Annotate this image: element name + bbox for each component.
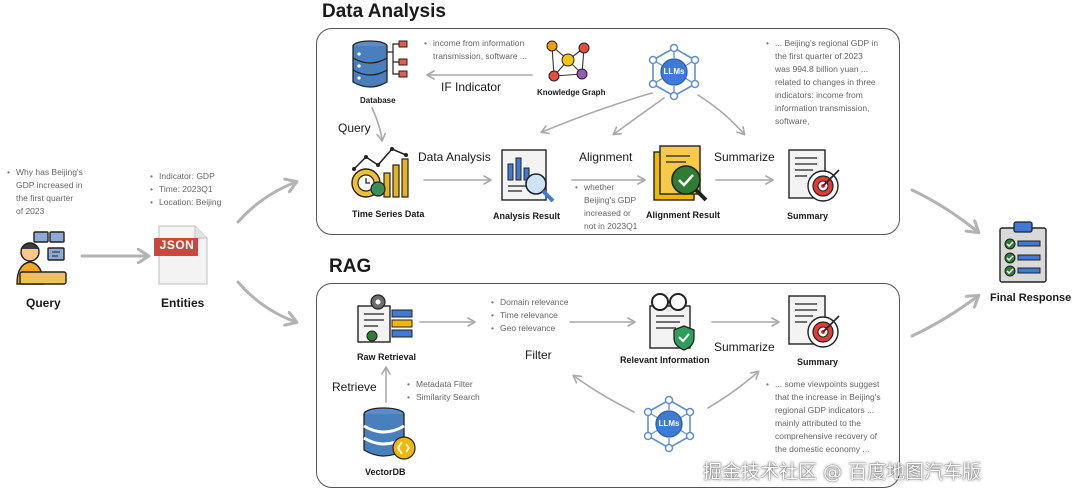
rag-summary-label: Summary (797, 357, 839, 367)
alignment-result-label: Alignment Result (646, 210, 721, 220)
rag-summary-line: that the increase in Beijing's (775, 392, 881, 402)
arrow-llm-to-rag-summary (707, 370, 760, 409)
query-note-line: the first quarter (16, 193, 74, 203)
alignment-note-line: increased or (584, 208, 631, 218)
filter-note-geo: Geo relevance (491, 322, 569, 335)
alignment-result-icon (653, 145, 708, 202)
vectordb-icon (363, 407, 416, 460)
da-summary-line: indicators: income from (775, 90, 863, 100)
arrow-llm-to-alignment (612, 97, 665, 136)
alignment-note: •whether Beijing's GDP increased or not … (575, 182, 638, 231)
summary-target-icon (788, 149, 840, 202)
database-label: Database (360, 96, 396, 105)
retrieve-edge-label: Retrieve (332, 380, 377, 394)
arrow-llm-to-filter (572, 374, 635, 413)
time-series-label: Time Series Data (352, 209, 425, 219)
json-tag: JSON (159, 238, 195, 252)
json-file-icon (154, 225, 208, 285)
alignment-edge-label: Alignment (579, 150, 633, 164)
knowledge-graph-icon (546, 40, 590, 82)
final-response-checklist-icon (999, 221, 1047, 283)
time-series-icon (351, 147, 409, 198)
retrieve-notes: Metadata Filter Similarity Search (407, 378, 480, 404)
rag-llm-network-icon (643, 395, 695, 453)
arrow-llm-to-summary (697, 94, 746, 136)
filter-note-domain: Domain relevance (491, 296, 569, 309)
da-summary-label: Summary (787, 211, 829, 221)
data-analysis-title: Data Analysis (322, 1, 446, 22)
rag-summary-line: regional GDP indicators ... (775, 405, 875, 415)
data-analysis-panel (316, 28, 900, 235)
kg-note-line: income from information (433, 38, 525, 48)
knowledge-graph-label: Knowledge Graph (537, 88, 606, 97)
database-icon (352, 40, 408, 88)
relevant-info-label: Relevant Information (620, 355, 710, 365)
kg-note: •income from information transmission, s… (424, 38, 528, 61)
da-summarize-edge-label: Summarize (714, 150, 775, 164)
query-edge-label: Query (338, 121, 371, 135)
rag-summary-note: •... some viewpoints suggest that the in… (766, 379, 881, 454)
if-indicator-label: IF Indicator (441, 80, 502, 94)
arrow-data-analysis-to-final (910, 188, 978, 232)
analysis-result-icon (501, 149, 555, 203)
da-summary-line: the first quarter of 2023 (775, 51, 863, 61)
alignment-note-line: not in 2023Q1 (584, 221, 638, 231)
rag-summary-line: mainly attributed to the (775, 418, 861, 428)
filter-notes: Domain relevance Time relevance Geo rele… (491, 296, 569, 335)
arrow-entities-to-data-analysis (236, 182, 296, 224)
filter-note-time: Time relevance (491, 309, 569, 322)
raw-retrieval-label: Raw Retrieval (357, 352, 417, 362)
vectordb-label: VectorDB (365, 467, 406, 477)
relevant-information-icon (649, 293, 695, 351)
da-summary-line: software, (775, 116, 810, 126)
query-note-line: Why has Beijing's (16, 167, 83, 177)
arrow-llm-to-analysis (540, 92, 653, 135)
query-note-line: GDP increased in (16, 180, 83, 190)
rag-summary-target-icon (788, 295, 840, 348)
rag-summarize-edge-label: Summarize (714, 340, 775, 354)
rag-summary-line: the domestic economy ... (775, 444, 870, 454)
alignment-note-line: whether (584, 182, 615, 192)
watermark-text: 掘金技术社区 @ 百度地图汽车版 (703, 461, 982, 483)
retrieve-note-metadata: Metadata Filter (407, 378, 480, 391)
rag-title: RAG (329, 256, 372, 277)
da-summary-line: ... Beijing's regional GDP in (775, 38, 879, 48)
entities-label: Entities (161, 296, 205, 310)
user-query-icon (16, 231, 67, 285)
filter-edge-label: Filter (525, 348, 552, 362)
entity-time: Time: 2023Q1 (150, 183, 221, 196)
da-summary-line: information transmission, (775, 103, 870, 113)
da-summary-note: •... Beijing's regional GDP in the first… (766, 38, 879, 126)
arrow-database-to-time-series (371, 107, 386, 142)
da-summary-line: was 994.8 billion yuan ... (775, 64, 869, 74)
final-response-label: Final Response (990, 292, 1072, 304)
arrow-entities-to-rag (236, 280, 296, 322)
llm-network-icon (648, 43, 700, 101)
query-label: Query (26, 296, 61, 310)
rag-summary-line: ... some viewpoints suggest (775, 379, 880, 389)
da-summary-line: related to changes in three (775, 77, 876, 87)
llm-tag: LLMs (663, 67, 685, 76)
rag-summary-line: comprehensive recovery of (775, 431, 878, 441)
query-note: •Why has Beijing's GDP increased in the … (7, 167, 83, 216)
analysis-result-label: Analysis Result (493, 211, 561, 221)
entity-location: Location: Beijing (150, 196, 221, 209)
arrow-rag-to-final (910, 296, 978, 338)
entity-indicator: Indicator: GDP (150, 170, 221, 183)
query-note-line: of 2023 (16, 206, 45, 216)
entities-notes: Indicator: GDP Time: 2023Q1 Location: Be… (150, 170, 221, 209)
data-analysis-edge-label: Data Analysis (418, 150, 491, 164)
alignment-note-line: Beijing's GDP (584, 195, 637, 205)
retrieve-note-similarity: Similarity Search (407, 391, 480, 404)
kg-note-line: transmission, software ... (433, 51, 528, 61)
raw-retrieval-icon (357, 294, 413, 343)
rag-llm-tag: LLMs (658, 419, 680, 428)
